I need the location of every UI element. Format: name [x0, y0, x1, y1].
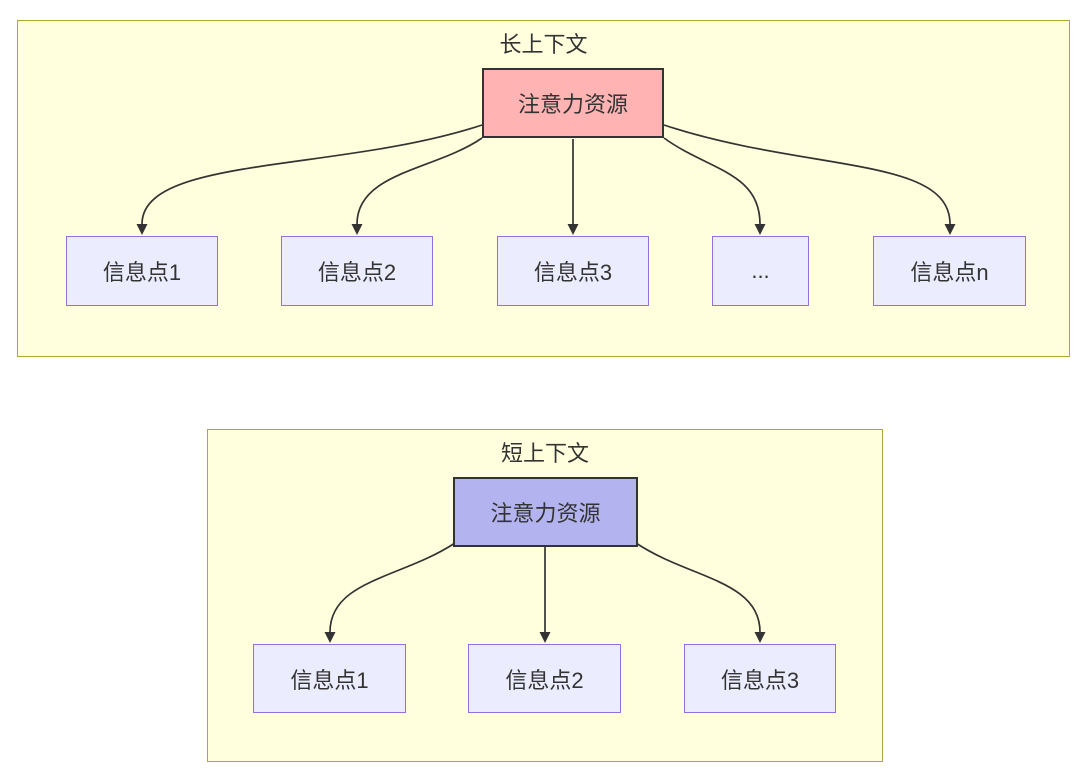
attention-node-short: 注意力资源	[453, 477, 638, 547]
edge-long-to-info1	[141, 124, 483, 225]
long-context-title: 长上下文	[499, 32, 588, 57]
arrowhead-down-icon	[754, 632, 766, 643]
edge-long-to-ellipsis	[663, 137, 761, 225]
arrowhead-down-icon	[754, 224, 766, 235]
edge-short-to-info3	[635, 542, 761, 633]
arrowhead-down-icon	[539, 632, 551, 643]
arrowhead-down-icon	[351, 224, 363, 235]
short-info-node-2: 信息点2	[468, 644, 621, 713]
long-info-node-ellipsis: ...	[712, 236, 809, 306]
short-info-node-3: 信息点3	[684, 644, 836, 713]
short-info-node-1: 信息点1	[253, 644, 406, 713]
edge-short-to-info1	[329, 542, 456, 633]
arrowhead-down-icon	[944, 224, 956, 235]
long-info-node-n: 信息点n	[873, 236, 1026, 306]
long-info-node-2: 信息点2	[281, 236, 433, 306]
edge-long-to-info2	[356, 137, 483, 225]
arrowhead-down-icon	[136, 224, 148, 235]
arrowhead-down-icon	[567, 224, 579, 235]
long-info-node-3: 信息点3	[497, 236, 649, 306]
arrowhead-down-icon	[324, 632, 336, 643]
edge-long-to-infon	[663, 124, 951, 225]
short-context-title: 短上下文	[500, 441, 589, 466]
attention-node-long: 注意力资源	[482, 68, 664, 138]
long-info-node-1: 信息点1	[66, 236, 218, 306]
